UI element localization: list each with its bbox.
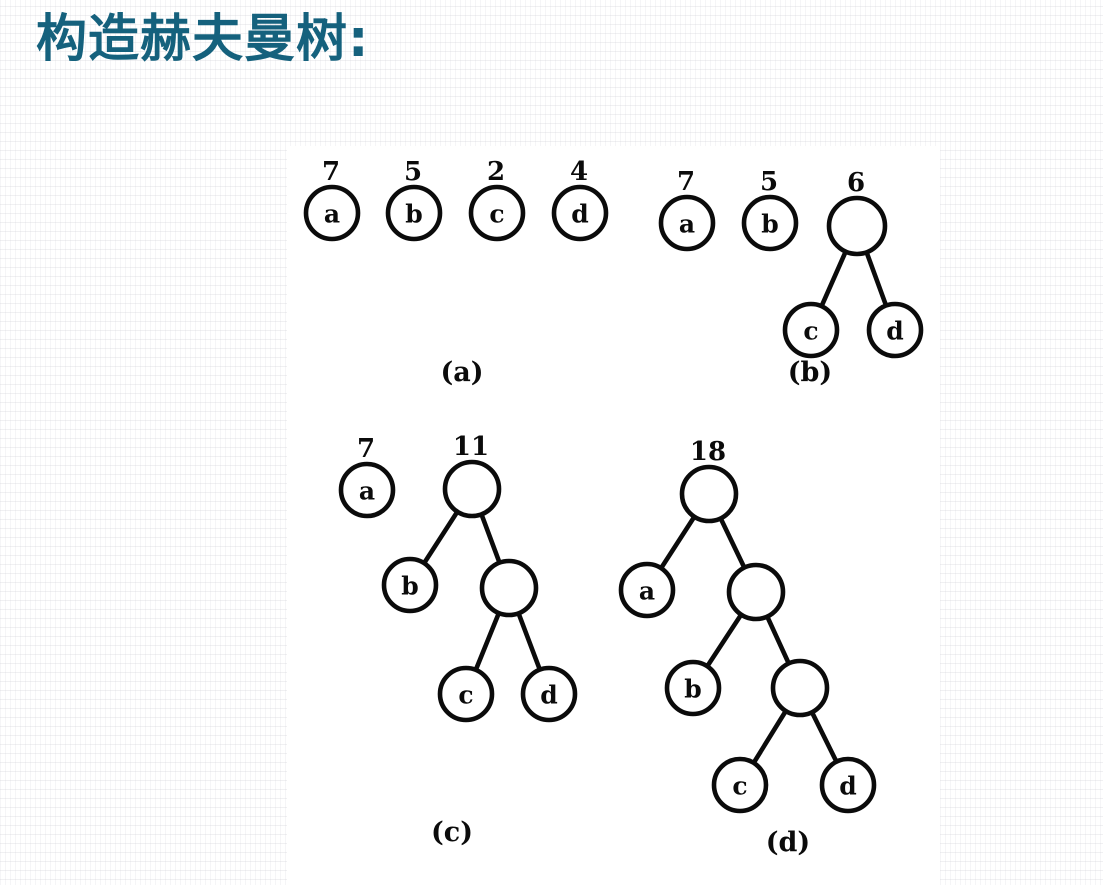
node-letter-label: c [803,317,818,346]
node-letter-label: c [489,200,504,229]
tree-node: d4 [551,157,609,242]
node-letter-label: a [359,477,375,506]
tree-node [726,562,786,622]
node-letter-label: b [401,572,418,601]
node-weight-label: 6 [847,168,865,198]
figure-edges-layer [421,248,889,767]
tree-node: b [381,556,439,614]
node-letter-label: b [405,200,422,229]
node-weight-label: 2 [487,157,505,187]
node-circle [303,184,361,242]
tree-node: d [819,756,877,814]
tree-node: d [520,665,578,723]
node-circle [381,556,439,614]
panel-caption: (b) [788,357,832,388]
node-circle [437,665,495,723]
tree-node: 11 [442,432,502,519]
tree-node: 18 [679,437,739,524]
tree-node: c [437,665,495,723]
node-weight-label: 7 [677,167,695,197]
tree-node: d [866,301,924,359]
node-weight-label: 7 [357,434,375,464]
node-circle [520,665,578,723]
panel-caption: (a) [440,357,483,388]
tree-edge [717,515,748,571]
node-letter-label: a [679,210,695,239]
node-letter-label: d [886,317,903,346]
node-circle [658,194,716,252]
node-letter-label: d [839,772,856,801]
node-circle [468,184,526,242]
tree-edge [473,609,502,674]
node-weight-label: 4 [570,157,588,187]
node-circle [770,658,830,718]
tree-node: a7 [658,167,716,252]
tree-node: c [711,756,769,814]
node-circle [741,194,799,252]
figure-captions-layer: (a) (b) (c) (d) [431,357,832,858]
node-letter-label: d [571,200,588,229]
tree-node: b5 [741,167,799,252]
node-circle [479,558,539,618]
node-letter-label: c [458,681,473,710]
tree-node [479,558,539,618]
node-weight-label: 18 [690,437,726,467]
tree-node: c [782,301,840,359]
tree-edge [764,613,792,667]
node-letter-label: a [639,577,655,606]
tree-node: b5 [385,157,443,242]
tree-edge [818,248,849,310]
node-letter-label: d [540,681,557,710]
node-circle [551,184,609,242]
page-title: 构造赫夫曼树: [36,10,370,69]
node-circle [385,184,443,242]
node-letter-label: b [684,675,701,704]
tree-node: a7 [303,157,361,242]
tree-edge [421,508,461,567]
node-circle [664,659,722,717]
node-letter-label: a [324,200,340,229]
node-circle [726,562,786,622]
node-letter-label: b [761,210,778,239]
tree-node: 6 [826,168,888,257]
node-circle [866,301,924,359]
tree-edge [478,511,503,566]
node-circle [782,301,840,359]
node-circle [679,464,739,524]
node-circle [711,756,769,814]
node-circle [338,461,396,519]
tree-node: b [664,659,722,717]
node-circle [442,459,502,519]
node-circle [618,561,676,619]
tree-node: c2 [468,157,526,242]
node-weight-label: 7 [322,157,340,187]
tree-edge [863,249,889,309]
node-weight-label: 5 [760,167,778,197]
tree-node: a [618,561,676,619]
panel-caption: (c) [431,817,473,848]
tree-node [770,658,830,718]
tree-edge [658,513,698,572]
tree-edge [704,611,745,670]
tree-edge [515,610,543,673]
node-weight-label: 11 [453,432,489,462]
node-letter-label: c [732,772,747,801]
tree-edge [809,709,840,765]
panel-caption: (d) [766,827,810,858]
node-circle [826,195,888,257]
tree-edge [750,707,789,767]
node-weight-label: 5 [404,157,422,187]
tree-node: a7 [338,434,396,519]
node-circle [819,756,877,814]
